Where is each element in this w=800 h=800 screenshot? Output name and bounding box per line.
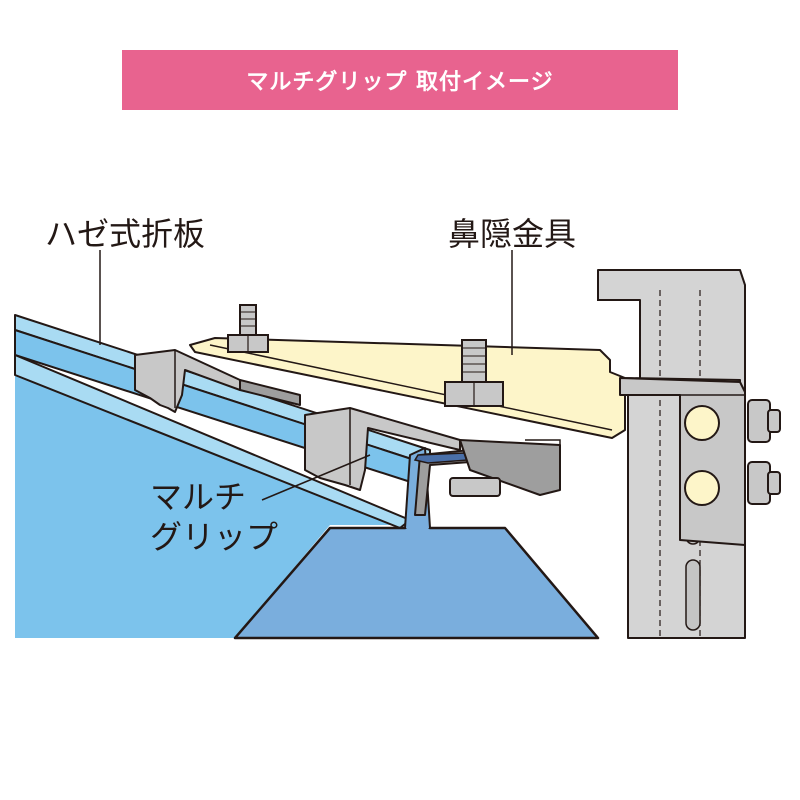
angle-bracket <box>619 377 781 546</box>
title-banner: マルチグリップ 取付イメージ <box>122 50 678 110</box>
multi-grip-back <box>134 349 301 413</box>
bolt-center <box>444 339 504 407</box>
bolt-left <box>227 304 269 353</box>
label-multi-grip-line1: マルチ <box>150 478 246 516</box>
leader-multi-grip <box>261 454 371 501</box>
multi-grip-front <box>304 407 561 516</box>
folded-plate-main <box>14 350 600 640</box>
label-folded-plate: ハゼ式折板 <box>45 215 205 253</box>
label-multi-grip-line2: グリップ <box>150 518 278 556</box>
label-nose-cover-bracket: 鼻隠金具 <box>448 215 576 253</box>
page-title: マルチグリップ 取付イメージ <box>246 70 554 95</box>
